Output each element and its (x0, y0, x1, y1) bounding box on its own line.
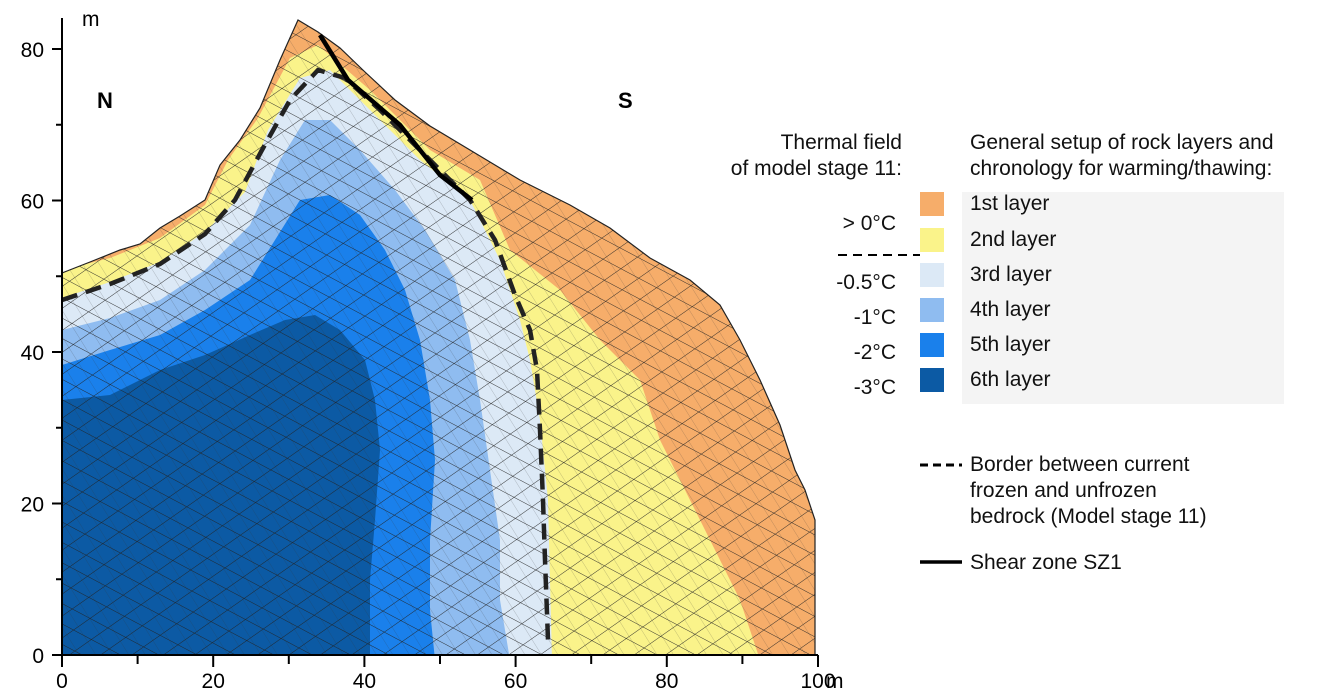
legend-swatch (920, 228, 944, 252)
legend-temp-label: > 0°C (842, 212, 896, 235)
legend-layer-label: 6th layer (970, 368, 1051, 391)
thermal-title-line-1: Thermal field (780, 131, 902, 154)
y-axis-unit: m (82, 8, 100, 31)
shear-legend-label: Shear zone SZ1 (970, 551, 1122, 574)
x-tick-label: 100 (800, 670, 835, 693)
x-axis-ticks: 0 20 40 60 80 100 (56, 655, 836, 693)
legend-layer-label: 2nd layer (970, 228, 1057, 251)
legend-swatch (920, 298, 944, 322)
border-label-line-3: bedrock (Model stage 11) (970, 505, 1207, 528)
legend-swatch (920, 333, 944, 357)
legend-layer-label: 5th layer (970, 333, 1051, 356)
legend-temp-label: -2°C (853, 341, 896, 364)
legend-swatch (920, 368, 944, 392)
border-label-line-2: frozen and unfrozen (970, 479, 1157, 502)
x-tick-label: 40 (353, 670, 376, 693)
y-axis-ticks: 0 20 40 60 80 (21, 39, 62, 668)
y-tick-label: 20 (21, 494, 44, 517)
x-tick-label: 80 (655, 670, 678, 693)
border-legend-label: Border between current frozen and unfroz… (970, 452, 1207, 530)
legend-background (962, 192, 1284, 404)
y-tick-label: 40 (21, 342, 44, 365)
shear-zone-line (318, 33, 474, 202)
slope-outline (61, 19, 816, 656)
setup-title-line-2: chronology for warming/thawing: (970, 157, 1273, 180)
border-label-line-1: Border between current (970, 453, 1190, 476)
legend-temp-label: -3°C (853, 376, 896, 399)
legend-layer-label: 3rd layer (970, 263, 1052, 286)
setup-title: General setup of rock layers and chronol… (970, 130, 1274, 182)
legend-layer-label: 4th layer (970, 298, 1051, 321)
y-tick-label: 80 (21, 39, 44, 62)
legend-swatch (920, 263, 944, 287)
thermal-field-title: Thermal field of model stage 11: (731, 130, 902, 182)
y-tick-label: 0 (32, 645, 44, 668)
legend-layer-label: 1st layer (970, 192, 1050, 215)
x-tick-label: 20 (202, 670, 225, 693)
legend-swatch (920, 192, 944, 216)
y-tick-label: 60 (21, 191, 44, 214)
legend-temp-label: -1°C (853, 306, 896, 329)
setup-title-line-1: General setup of rock layers and (970, 131, 1274, 154)
thermal-title-line-2: of model stage 11: (730, 157, 902, 180)
legend-temp-label: -0.5°C (836, 271, 896, 294)
x-tick-label: 60 (504, 670, 527, 693)
south-label: S (618, 88, 633, 113)
x-axis-unit: m (826, 670, 844, 693)
x-tick-label: 0 (56, 670, 68, 693)
north-label: N (97, 88, 113, 113)
